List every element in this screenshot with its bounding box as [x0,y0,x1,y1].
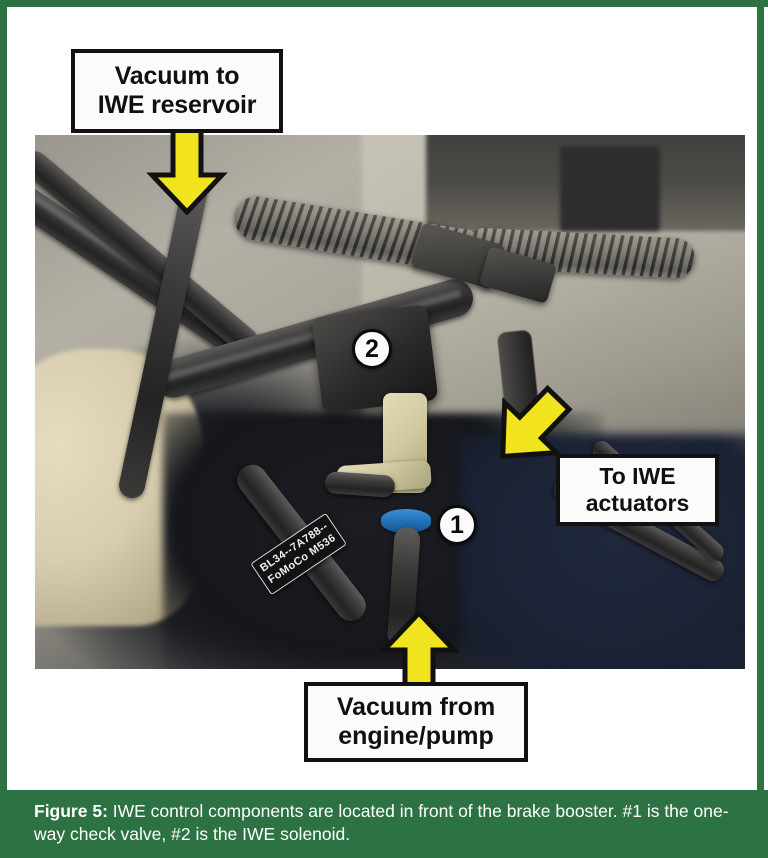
callout-vacuum-from-engine-pump-label: Vacuum from engine/pump [336,692,496,751]
arrow-down-to-reservoir-hose [146,125,228,215]
figure-content-area: BL34--7A788-- FoMoCo M536 [7,7,757,790]
marker-2-iwe-solenoid: 2 [352,329,392,369]
marker-1-number: 1 [450,510,464,539]
photo-firewall-block-2 [560,145,660,232]
page-border-top [0,0,768,7]
engine-bay-photo: BL34--7A788-- FoMoCo M536 [35,135,745,669]
callout-vacuum-to-iwe-reservoir: Vacuum to IWE reservoir [71,49,283,133]
callout-vacuum-to-iwe-reservoir-label: Vacuum to IWE reservoir [97,61,257,120]
page-border-right [757,0,764,790]
arrow-down-right-to-actuators [482,385,582,473]
callout-vacuum-from-engine-pump: Vacuum from engine/pump [304,682,528,762]
callout-to-iwe-actuators: To IWE actuators [556,454,719,526]
page-border-left [0,0,7,790]
photo-canvas: BL34--7A788-- FoMoCo M536 [35,135,745,669]
figure-number: Figure 5: [34,801,108,821]
figure-caption-bar: Figure 5: IWE control components are loc… [0,790,768,858]
marker-1-check-valve: 1 [437,505,477,545]
figure-caption-text: IWE control components are located in fr… [34,801,729,845]
marker-2-number: 2 [365,334,379,363]
callout-to-iwe-actuators-label: To IWE actuators [585,462,690,516]
